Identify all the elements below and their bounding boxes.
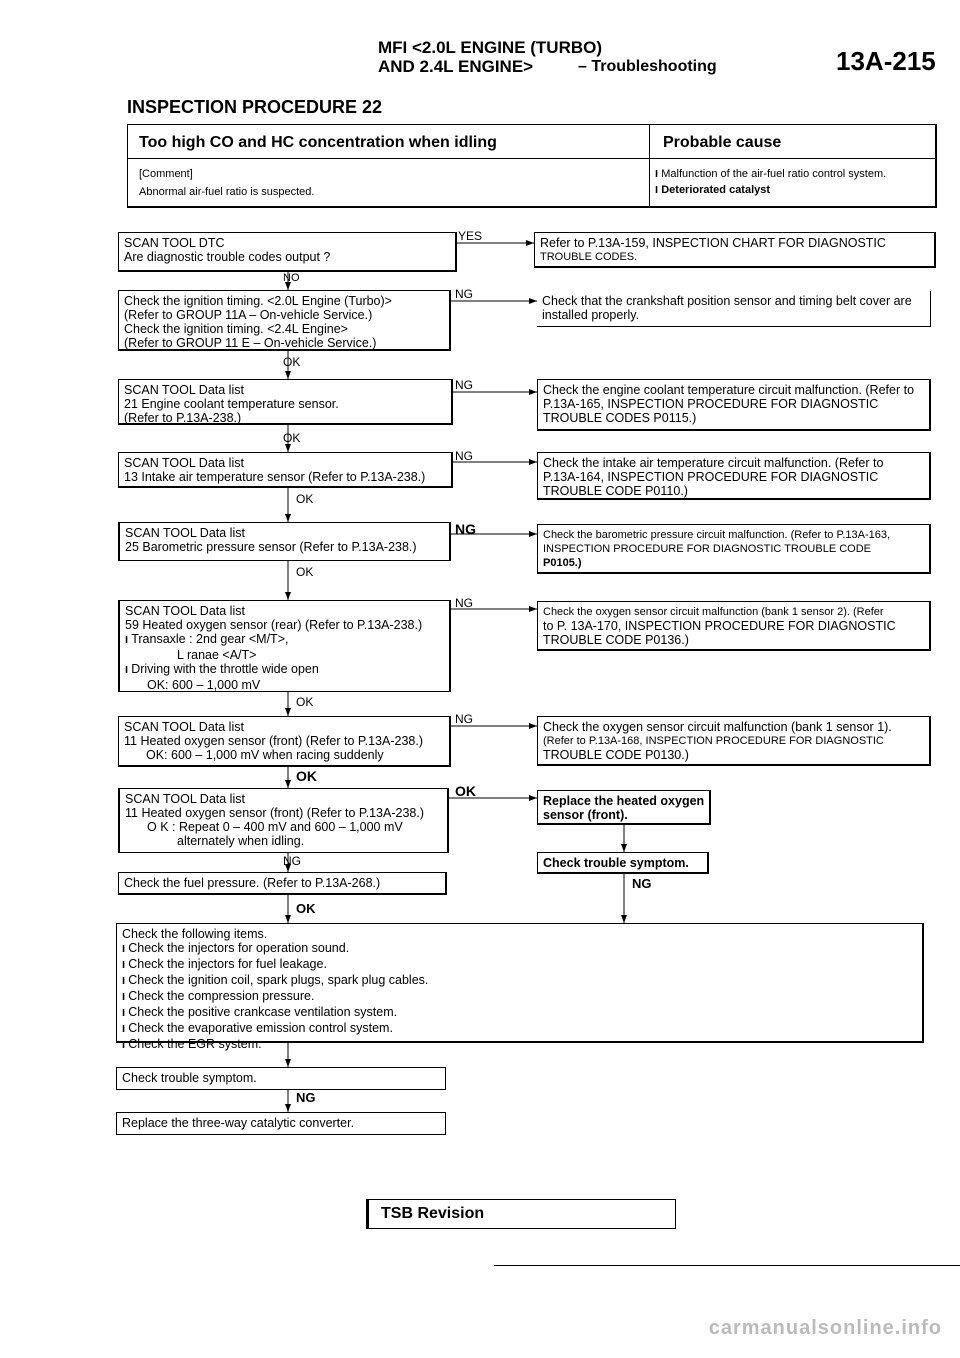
probable-cause-label: Probable cause (663, 134, 782, 151)
label-ng: NG (455, 287, 473, 301)
step-intake-air-temp-sensor: SCAN TOOL Data list 13 Intake air temper… (118, 452, 453, 488)
label-ng: NG (455, 521, 476, 537)
result-diagnostic-chart: Refer to P.13A-159, INSPECTION CHART FOR… (534, 232, 936, 268)
label-ok: OK (296, 565, 314, 579)
tsb-revision: TSB Revision (366, 1199, 676, 1229)
step-check-trouble-symptom: Check trouble symptom. (116, 1067, 446, 1090)
label-ng: NG (455, 378, 473, 392)
label-ok: OK (296, 768, 317, 784)
watermark: carmanualsonline.info (708, 1317, 942, 1339)
label-ok: OK (283, 431, 301, 445)
step-ignition-timing: Check the ignition timing. <2.0L Engine … (118, 290, 451, 351)
comment-label: [Comment] (139, 168, 193, 180)
label-ng: NG (455, 596, 473, 610)
step-barometric-pressure-sensor: SCAN TOOL Data list 25 Barometric pressu… (118, 522, 451, 561)
result-replace-heated-oxygen-sensor: Replace the heated oxygen sensor (front)… (537, 790, 711, 825)
result-rear-oxygen-procedure: Check the oxygen sensor circuit malfunct… (537, 601, 931, 651)
table-header-rule (128, 158, 935, 159)
result-crank-sensor-check: Check that the crankshaft position senso… (537, 291, 931, 327)
page-number: 13A-215 (836, 46, 936, 76)
label-ok: OK (283, 355, 301, 369)
label-ok: OK (455, 783, 476, 799)
result-barometric-procedure: Check the barometric pressure circuit ma… (537, 524, 931, 574)
label-ok: OK (296, 492, 314, 506)
footer-rule (494, 1265, 960, 1266)
cause-item: Malfunction of the air-fuel ratio contro… (655, 168, 886, 180)
step-front-oxygen-sensor-racing: SCAN TOOL Data list 11 Heated oxygen sen… (118, 716, 451, 767)
result-check-trouble-symptom: Check trouble symptom. (537, 852, 709, 874)
label-ng: NG (455, 712, 473, 726)
label-ng: NG (283, 854, 301, 868)
step-check-items: Check the following items. Check the inj… (116, 923, 924, 1051)
label-ok: OK (296, 901, 316, 916)
result-coolant-temp-procedure: Check the engine coolant temperature cir… (537, 379, 931, 431)
procedure-title: INSPECTION PROCEDURE 22 (127, 97, 383, 117)
symptom-table: Too high CO and HC concentration when id… (127, 124, 937, 208)
header-title-line1: MFI <2.0L ENGINE (TURBO) (378, 38, 603, 57)
step-rear-oxygen-sensor: SCAN TOOL Data list 59 Heated oxygen sen… (118, 600, 451, 692)
cause-item: Deteriorated catalyst (655, 184, 770, 196)
header-section: – Troubleshooting (578, 58, 717, 75)
step-fuel-pressure: Check the fuel pressure. (Refer to P.13A… (118, 872, 447, 895)
result-front-oxygen-procedure: Check the oxygen sensor circuit malfunct… (537, 716, 931, 766)
comment-text: Abnormal air-fuel ratio is suspected. (139, 186, 315, 198)
table-divider (649, 125, 650, 207)
label-ok: OK (296, 695, 314, 709)
result-intake-air-temp-procedure: Check the intake air temperature circuit… (537, 452, 931, 500)
step-scan-dtc: SCAN TOOL DTC Are diagnostic trouble cod… (118, 232, 457, 272)
label-ng: NG (455, 449, 473, 463)
header-title-line2: AND 2.4L ENGINE> (378, 57, 534, 76)
label-ng: NG (632, 876, 652, 891)
symptom-title: Too high CO and HC concentration when id… (139, 134, 497, 151)
label-ng: NG (296, 1090, 316, 1105)
step-coolant-temp-sensor: SCAN TOOL Data list 21 Engine coolant te… (118, 379, 453, 425)
step-front-oxygen-sensor-idling: SCAN TOOL Data list 11 Heated oxygen sen… (118, 788, 449, 853)
label-no: NO (283, 272, 300, 284)
step-replace-catalytic-converter: Replace the three-way catalytic converte… (116, 1112, 446, 1135)
label-yes: YES (458, 229, 483, 243)
